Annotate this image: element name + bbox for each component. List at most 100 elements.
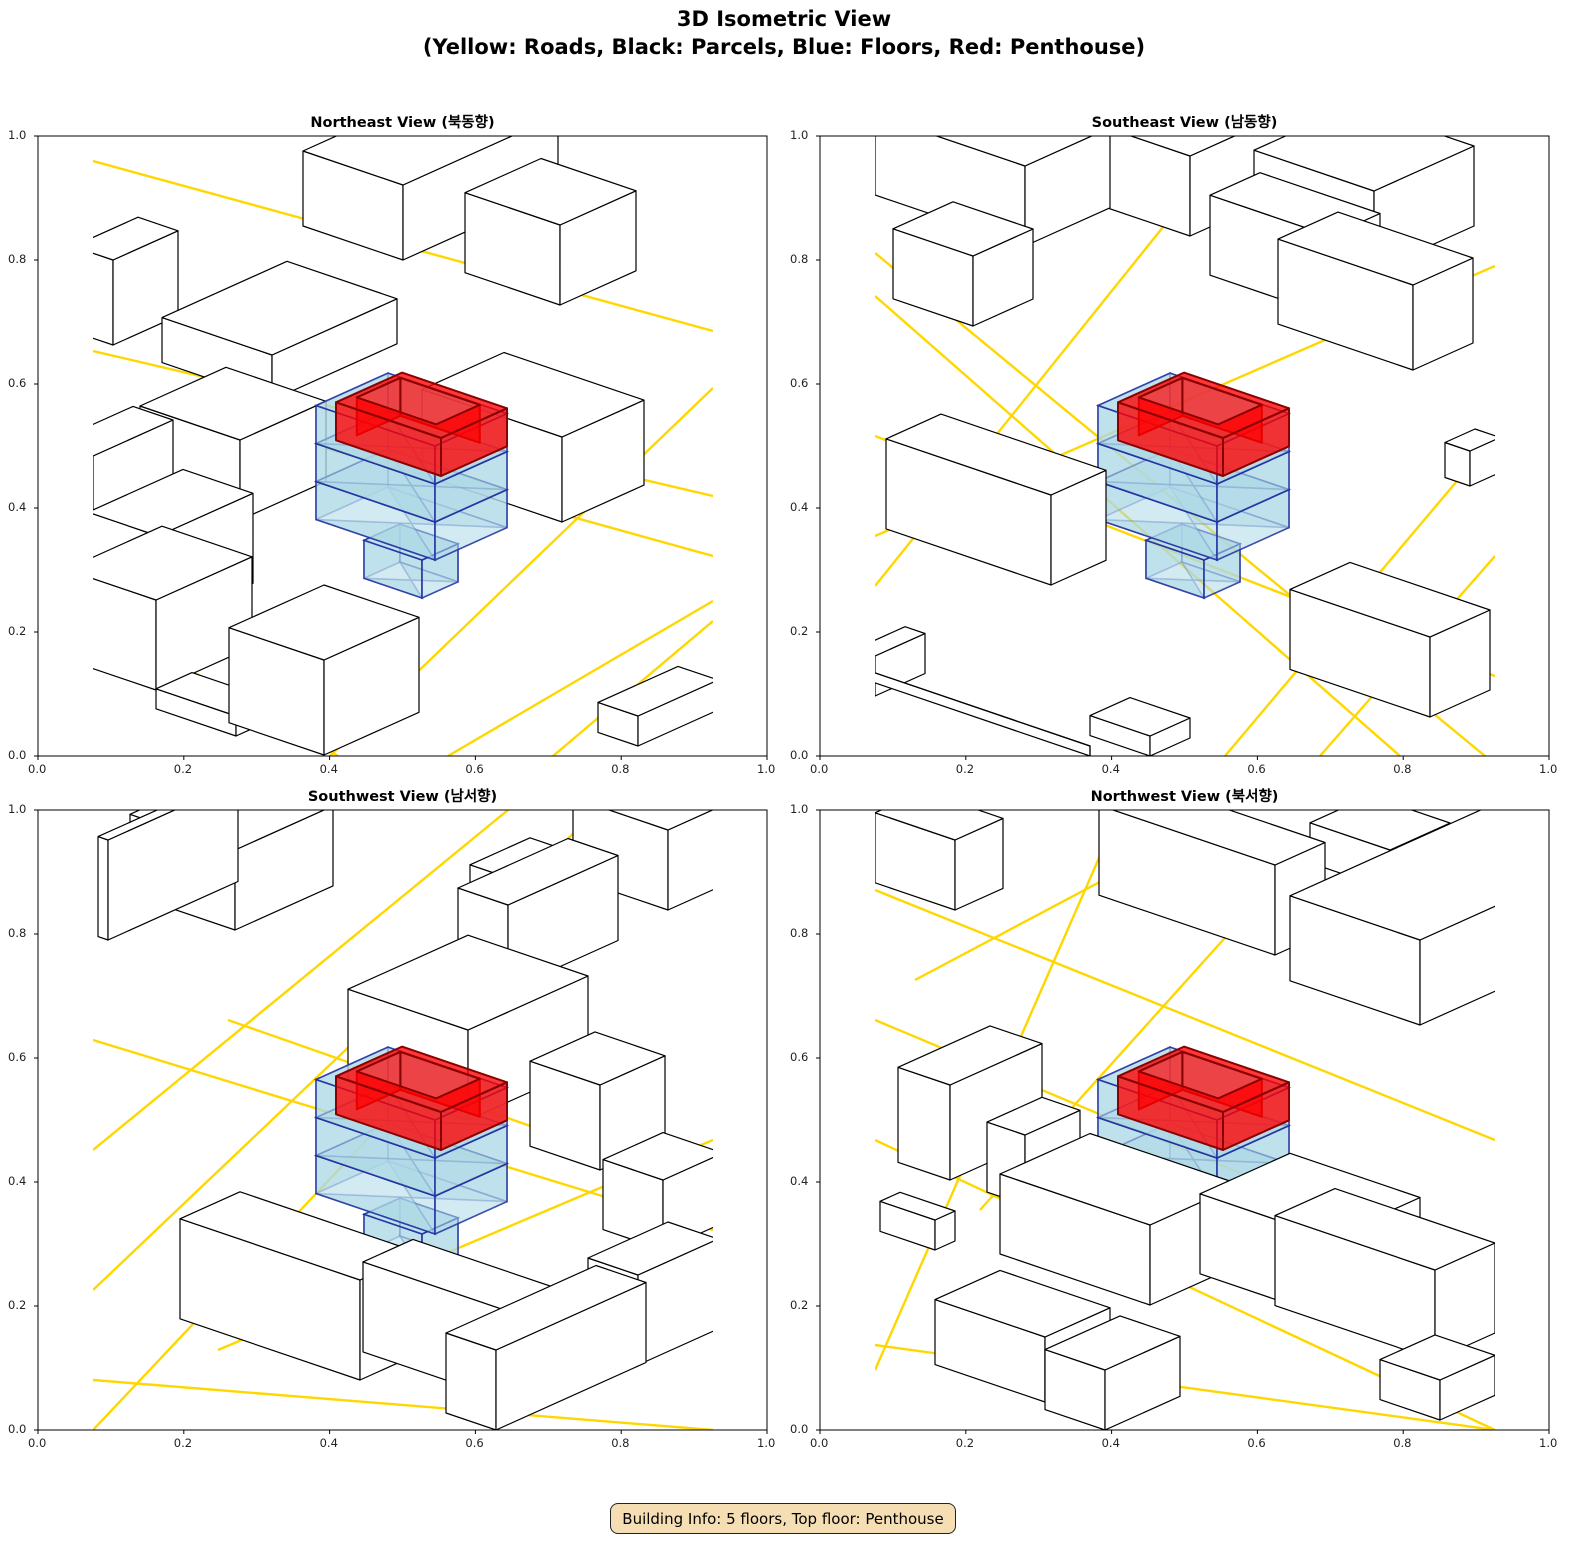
parcel-building-face — [1419, 905, 1495, 1026]
parcel-building-roof — [1379, 1334, 1495, 1381]
parcel-building-roof — [1309, 810, 1451, 851]
x-tick-label: 0.6 — [465, 1436, 484, 1450]
x-tick-label: 0.2 — [955, 1436, 975, 1450]
y-tick-label: 0.8 — [790, 252, 809, 266]
y-tick-label: 0.6 — [8, 1050, 27, 1064]
parcel-building-roof — [1277, 211, 1474, 286]
y-tick-label: 0.6 — [8, 376, 27, 390]
parcel-building-face — [97, 836, 109, 941]
parcel-building-roof — [934, 1269, 1111, 1338]
parcel-building-roof — [228, 584, 420, 661]
x-tick-label: 1.0 — [1539, 1436, 1558, 1450]
parcel-building-face — [93, 455, 94, 537]
parcel-building-face — [897, 1066, 951, 1181]
y-tick-label: 0.4 — [8, 1174, 27, 1188]
road-line — [875, 888, 1495, 1142]
parcel-building-face — [1434, 1242, 1495, 1361]
parcel-building-roof — [602, 1132, 713, 1181]
parcel-building-roof — [1444, 428, 1495, 452]
panel-title-northwest: Northwest View (북서향) — [1090, 789, 1279, 805]
x-tick-label: 0.8 — [1393, 1436, 1412, 1450]
parcel-building-roof — [897, 1025, 1043, 1086]
parcel-building-face — [1469, 439, 1495, 487]
y-tick-label: 0.4 — [790, 1174, 809, 1188]
figure-title-line2: (Yellow: Roads, Black: Parcels, Blue: Fl… — [422, 35, 1146, 59]
parcel-building-roof — [607, 810, 713, 831]
parcel-building-roof — [93, 405, 174, 457]
x-tick-label: 0.8 — [611, 1436, 630, 1450]
parcel-building-roof — [529, 1031, 666, 1086]
parcel-building-roof — [97, 810, 177, 841]
parcel-building-roof — [93, 216, 179, 261]
x-tick-label: 1.0 — [1539, 762, 1558, 776]
isometric-plot — [34, 135, 768, 760]
x-tick-label: 0.4 — [1101, 1436, 1120, 1450]
y-tick-label: 0.8 — [8, 926, 27, 940]
parcel-building-face — [93, 252, 114, 346]
x-tick-label: 0.6 — [1247, 762, 1266, 776]
x-tick-label: 0.6 — [1247, 1436, 1266, 1450]
x-tick-label: 0.0 — [810, 1436, 829, 1450]
penthouse-roof-ring — [1117, 1045, 1290, 1113]
isometric-plot — [34, 809, 768, 1434]
x-tick-label: 0.4 — [319, 1436, 338, 1450]
building-info-box: Building Info: 5 floors, Top floor: Pent… — [610, 1503, 956, 1534]
y-tick-label: 0.2 — [8, 624, 27, 638]
axes-frame — [819, 135, 1550, 757]
x-tick-label: 0.4 — [319, 762, 338, 776]
x-tick-label: 0.2 — [173, 762, 193, 776]
x-tick-label: 0.8 — [1393, 762, 1412, 776]
figure-title-line1: 3D Isometric View — [676, 7, 892, 31]
parcel-building-roof — [587, 1221, 713, 1276]
parcel-building-face — [875, 672, 1091, 756]
parcel-building-roof — [892, 201, 1034, 257]
parcel-building-roof — [1044, 1315, 1181, 1371]
y-tick-label: 0.8 — [8, 252, 27, 266]
parcel-building-roof — [885, 413, 1107, 496]
parcel-building-face — [667, 810, 713, 911]
road-line — [93, 1378, 713, 1430]
y-tick-label: 1.0 — [8, 802, 27, 816]
parcel-building-roof — [934, 136, 1094, 167]
parcel-building-roof — [445, 1264, 647, 1351]
parcel-building-roof — [457, 837, 619, 906]
y-tick-label: 0.2 — [790, 1298, 809, 1312]
parcel-building-face — [637, 681, 713, 747]
x-tick-label: 1.0 — [757, 1436, 776, 1450]
y-tick-label: 0.8 — [790, 926, 809, 940]
parcel-building-roof — [875, 626, 926, 657]
penthouse-roof-ring — [1117, 371, 1290, 439]
x-tick-label: 1.0 — [757, 762, 776, 776]
x-tick-label: 0.4 — [1101, 762, 1120, 776]
parcel-building-face — [1024, 136, 1111, 247]
road-line — [93, 810, 509, 1151]
axes-frame — [819, 809, 1550, 1431]
parcel-building-roof — [1289, 810, 1495, 941]
y-tick-label: 0.6 — [790, 376, 809, 390]
panel-title-northeast: Northeast View (북동향) — [310, 115, 495, 131]
parcel-building-roof — [302, 136, 514, 186]
parcel-building-face — [107, 810, 239, 941]
parcel-building-roof — [1289, 561, 1491, 638]
axes-frame — [37, 809, 768, 1431]
x-tick-label: 0.0 — [810, 762, 829, 776]
x-tick-label: 0.6 — [465, 762, 484, 776]
penthouse-roof-ring — [335, 371, 508, 439]
y-tick-label: 0.0 — [790, 1422, 809, 1436]
axes-frame — [37, 135, 768, 757]
y-tick-label: 1.0 — [790, 802, 809, 816]
parcel-building-roof — [139, 366, 327, 441]
parcel-building-roof — [464, 157, 637, 226]
parcel-building-roof — [1274, 1188, 1495, 1271]
parcel-building-roof — [1111, 810, 1326, 866]
parcel-building-roof — [1253, 136, 1475, 192]
x-tick-label: 0.2 — [173, 1436, 193, 1450]
isometric-plot — [816, 809, 1550, 1434]
parcel-building-roof — [597, 665, 713, 717]
parcel-building-roof — [93, 468, 254, 537]
parcel-building-face — [1439, 1354, 1495, 1421]
parcel-building-roof — [879, 1191, 956, 1221]
